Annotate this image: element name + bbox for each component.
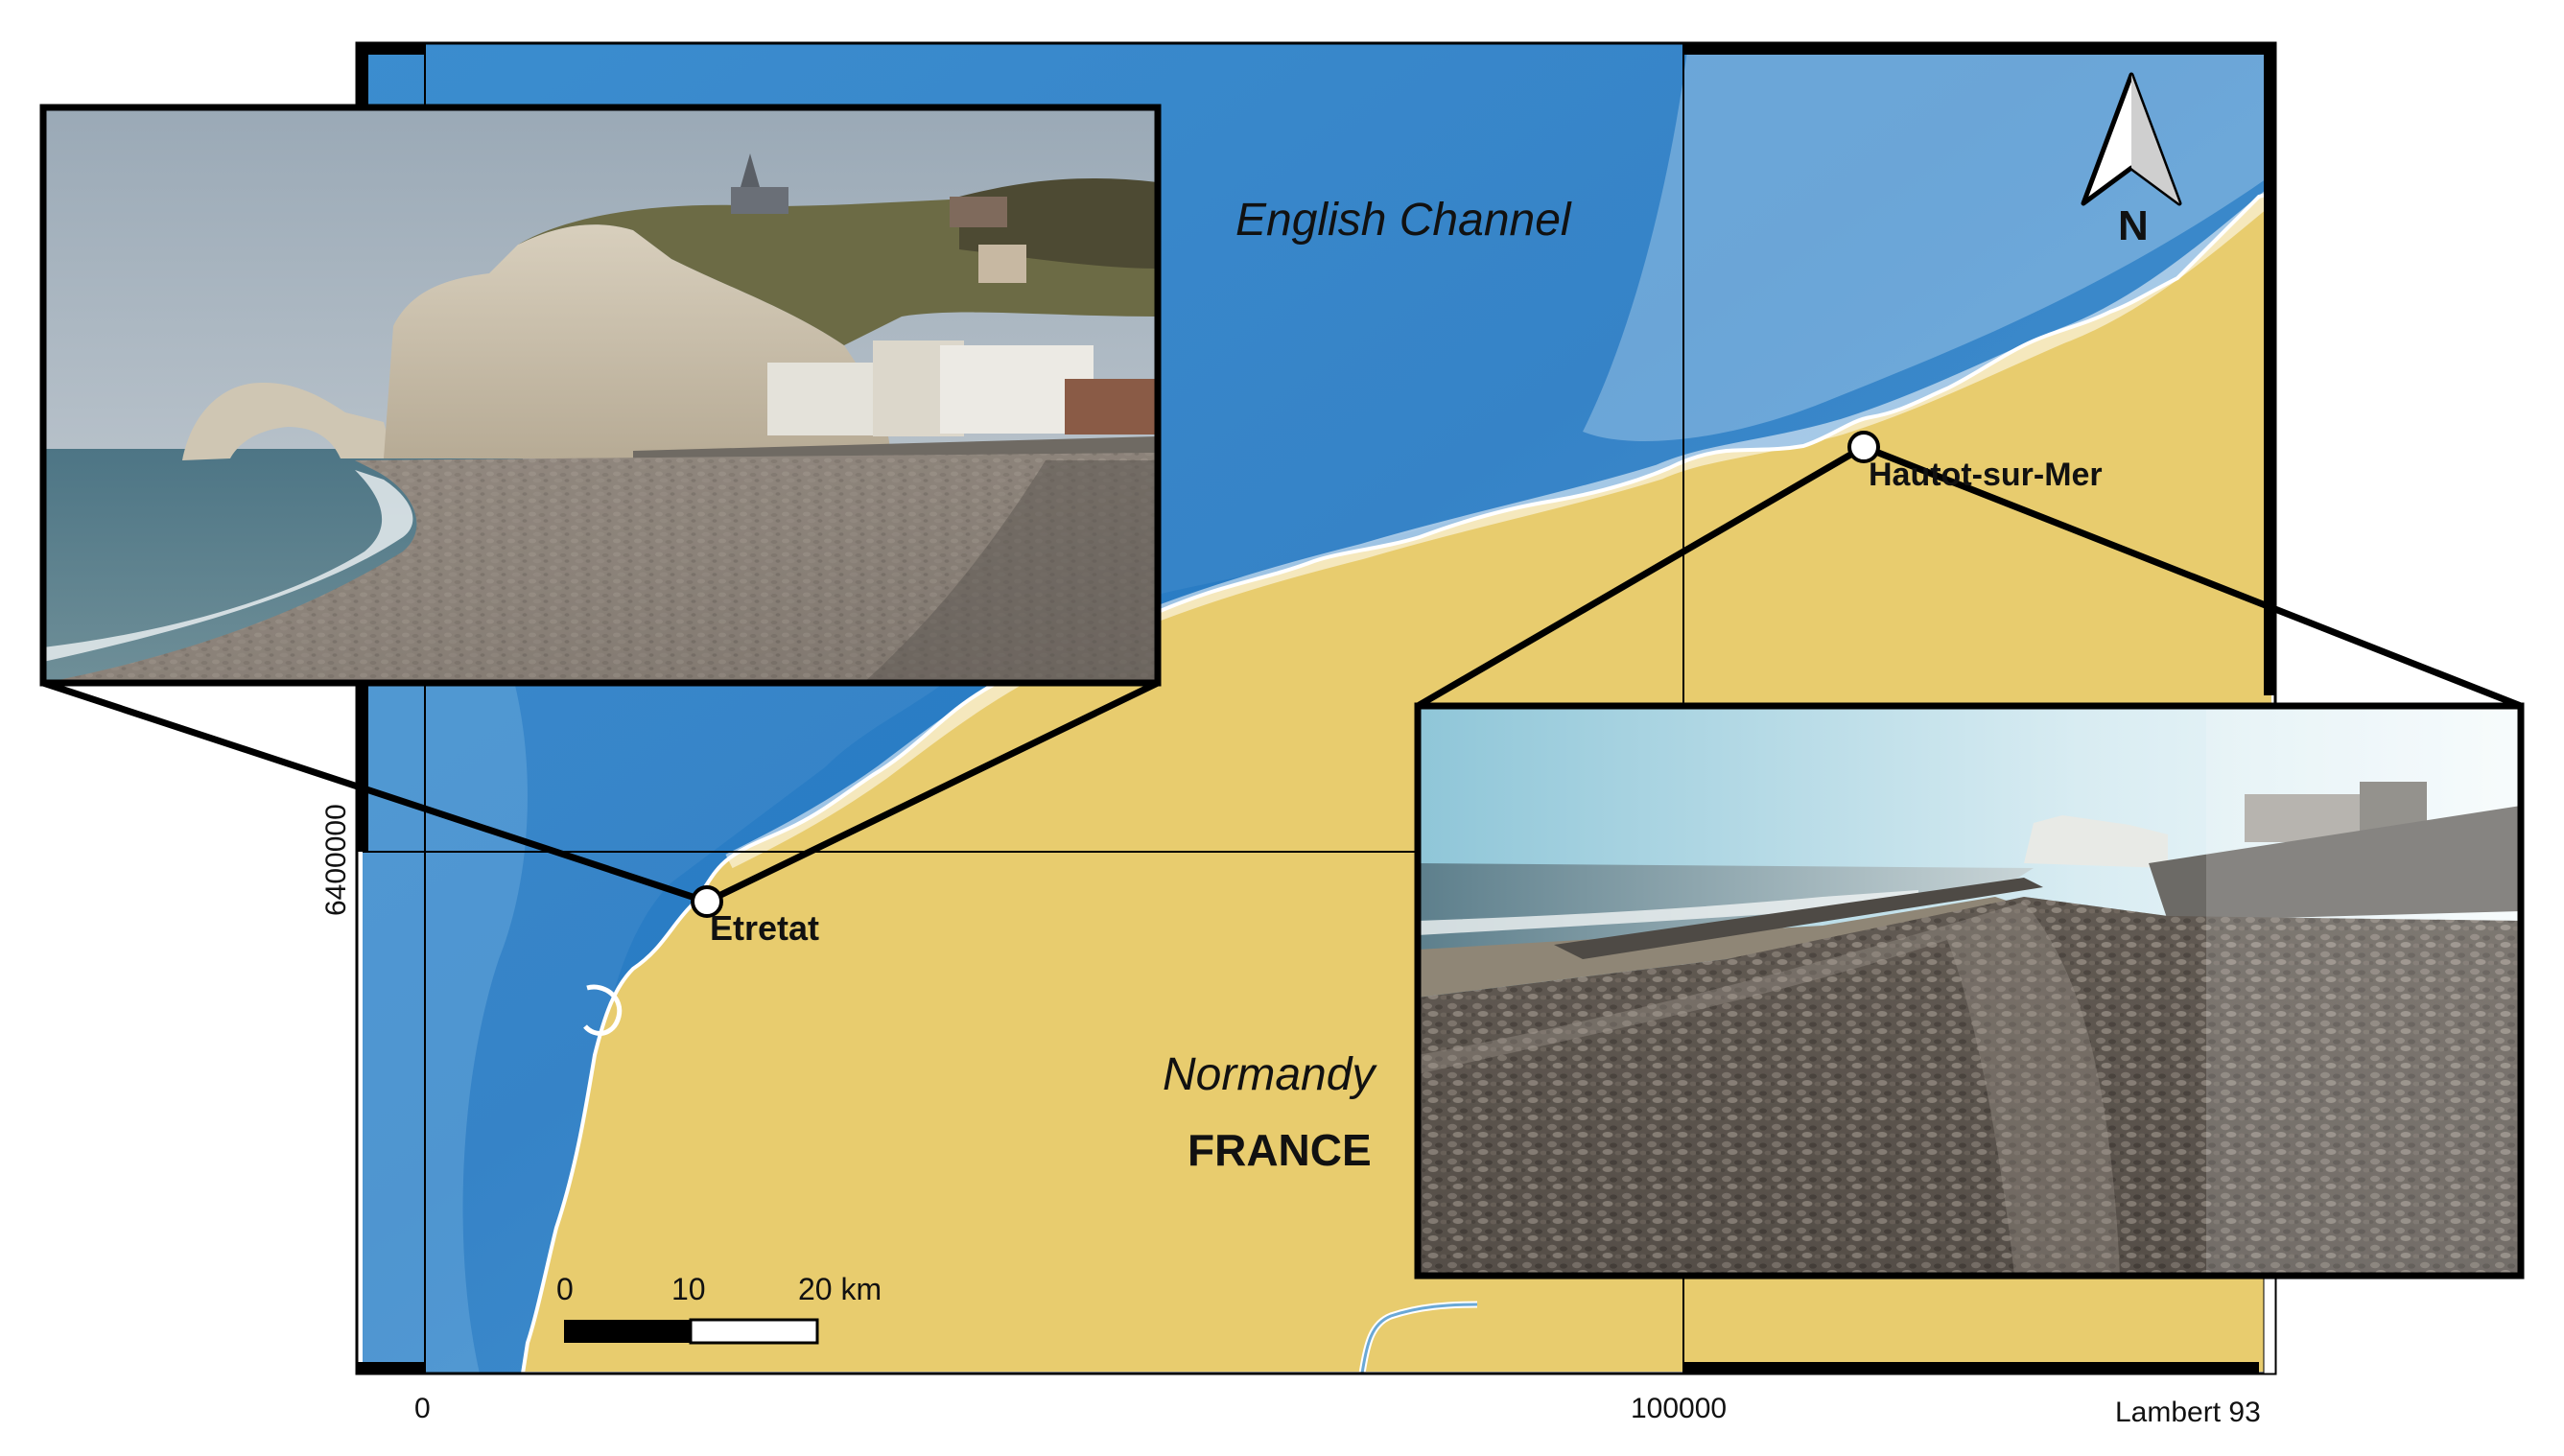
callout-line-hautot-a — [1416, 443, 1866, 710]
callout-line-hautot-b — [1862, 443, 2523, 710]
y-tick-6400000: 6400000 — [320, 804, 352, 916]
etretat-photo-frame — [39, 104, 1162, 687]
scalebar-black — [564, 1320, 691, 1343]
scalebar: 0 10 20 km — [556, 1272, 882, 1345]
etretat-arch — [182, 383, 393, 460]
north-label: N — [2118, 202, 2149, 249]
projection-label: Lambert 93 — [2115, 1397, 2261, 1428]
bay-swirl — [583, 984, 623, 1036]
callout-line-etretat-b — [705, 679, 1160, 905]
scalebar-label-20: 20 km — [798, 1272, 882, 1306]
country-label: FRANCE — [1188, 1125, 1372, 1175]
frame-bar-top-left — [357, 43, 425, 55]
north-arrow: N — [2081, 72, 2182, 249]
sea-light-left — [363, 633, 528, 1374]
etretat-surf — [43, 470, 413, 662]
river-water — [1360, 1303, 1478, 1374]
sea-label: English Channel — [1235, 195, 1572, 246]
scalebar-label-0: 0 — [556, 1272, 574, 1306]
surf-line — [725, 185, 2271, 869]
hautot-crest — [1418, 902, 2120, 1276]
hautot-far-cliff — [2024, 815, 2168, 868]
frame-bar-bottom-right — [1683, 1362, 2259, 1374]
scalebar-label-10: 10 — [671, 1272, 706, 1306]
etretat-marker[interactable] — [691, 885, 723, 918]
hautot-seawall — [2149, 806, 2521, 921]
hautot-pebble-shade — [1418, 897, 2521, 1276]
hautot-label: Hautot-sur-Mer — [1869, 457, 2103, 493]
scalebar-white — [689, 1318, 819, 1345]
frame-bar-bottom-left — [357, 1362, 425, 1374]
etretat-beach-shade — [43, 453, 1158, 683]
etretat-seawall — [863, 460, 1158, 683]
hautot-haze — [2206, 706, 2521, 1276]
callout-line-etretat-a — [41, 679, 709, 905]
frame-bar-right-top — [2264, 43, 2275, 695]
etretat-photo-inset[interactable] — [39, 104, 1162, 687]
etretat-building-1 — [767, 363, 882, 435]
hautot-groyne — [1554, 878, 2043, 959]
etretat-cliff — [384, 224, 892, 458]
x-tick-0: 0 — [414, 1393, 431, 1424]
etretat-label: Etretat — [710, 908, 819, 948]
etretat-chapel-spire — [741, 153, 760, 187]
sea-light-patch — [1583, 43, 2271, 441]
x-tick-100000: 100000 — [1631, 1393, 1727, 1424]
region-label: Normandy — [1163, 1049, 1377, 1100]
etretat-house-top — [950, 197, 1007, 227]
hautot-photo-inset[interactable] — [1414, 702, 2525, 1280]
hautot-sand — [1418, 897, 2024, 998]
frame-bar-top-right — [1683, 43, 2275, 55]
hautot-marker[interactable] — [1847, 431, 1880, 463]
hautot-photo-frame — [1414, 702, 2525, 1280]
north-arrow-shade — [2131, 75, 2179, 203]
hautot-surf — [1418, 890, 1918, 935]
etretat-chapel — [731, 187, 788, 214]
etretat-house-mid — [978, 245, 1026, 283]
etretat-building-4 — [1065, 379, 1158, 434]
